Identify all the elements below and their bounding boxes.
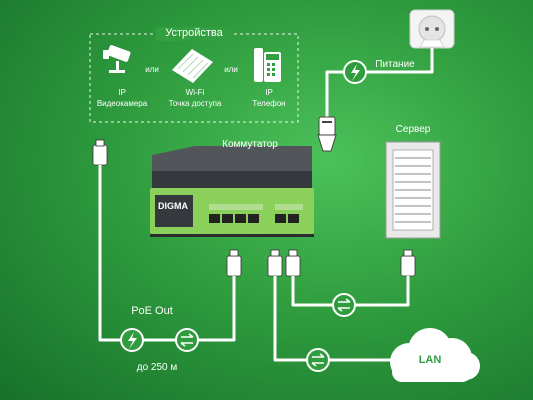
server-data-badge: [332, 293, 356, 317]
distance-label: до 250 м: [136, 362, 178, 373]
switch-ports: [209, 214, 299, 223]
devices-title: Устройства: [165, 27, 223, 39]
poe-connector-top: [92, 139, 108, 166]
switch-brand: DIGMA: [158, 201, 188, 211]
wall-socket-icon: [409, 9, 455, 49]
poe-power-badge: [120, 328, 144, 352]
lan-data-badge: [306, 348, 330, 372]
wifi-access-point-icon: [172, 49, 213, 83]
lan-cable: [273, 276, 392, 362]
access-point-label-1: Wi-Fi: [185, 88, 205, 97]
power-label: Питание: [375, 59, 415, 70]
phone-label-2: Телефон: [252, 99, 286, 108]
poe-out-label: PoE Out: [131, 305, 173, 317]
poe-cable: [98, 165, 236, 342]
switch-connector-left: [226, 249, 242, 277]
switch-connector-mid: [267, 249, 283, 277]
lan-cloud: [390, 328, 480, 382]
phone-label-1: IP: [265, 88, 273, 97]
power-plug-icon: [317, 116, 337, 152]
server-rack-icon: [385, 141, 441, 239]
power-cable: [325, 48, 434, 118]
ip-camera-icon: [103, 45, 131, 73]
or-label-2: или: [224, 65, 238, 74]
camera-label-2: Видеокамера: [96, 99, 148, 108]
or-label-1: или: [145, 65, 159, 74]
camera-label-1: IP: [118, 88, 126, 97]
server-label: Сервер: [395, 124, 431, 135]
server-connector: [400, 249, 416, 277]
lan-label: LAN: [418, 354, 442, 366]
switch-connector-right: [285, 249, 301, 277]
poe-switch: DIGMA: [150, 146, 314, 237]
switch-label: Коммутатор: [222, 139, 278, 150]
ip-phone-icon: [254, 48, 281, 82]
access-point-label-2: Точка доступа: [168, 99, 222, 108]
poe-data-badge: [175, 328, 199, 352]
